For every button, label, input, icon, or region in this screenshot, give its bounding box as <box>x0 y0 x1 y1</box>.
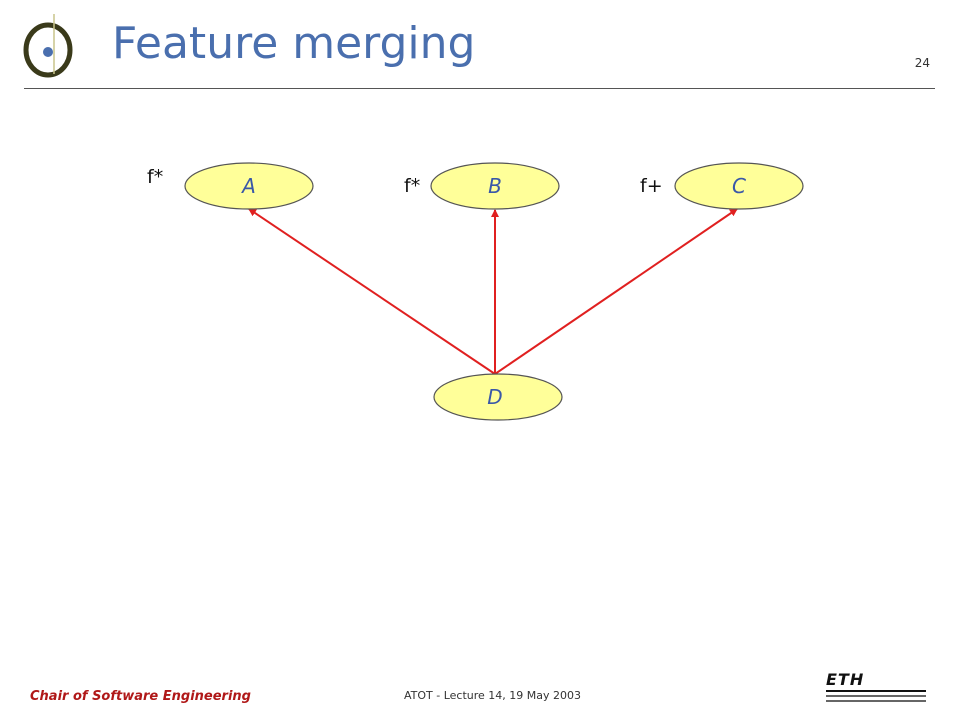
node-c-multiplicity: f+ <box>640 175 663 197</box>
eth-logo-line-1 <box>826 695 926 697</box>
node-b-shape <box>430 162 560 210</box>
node-b-multiplicity: f* <box>404 175 420 197</box>
page-title: Feature merging <box>112 18 476 69</box>
eth-logo: ETH <box>826 672 938 712</box>
node-a-label: A <box>240 174 256 198</box>
footer-chair-name: Chair of Software Engineering <box>30 689 251 704</box>
eth-logo-bar <box>826 690 926 692</box>
node-d[interactable]: D <box>433 373 563 421</box>
eth-logo-mark: ETH <box>826 670 865 689</box>
node-a[interactable]: A <box>184 162 314 210</box>
node-a-shape <box>184 162 314 210</box>
node-c-shape <box>674 162 804 210</box>
edges-layer <box>248 208 738 375</box>
footer-lecture-info: ATOT - Lecture 14, 19 May 2003 <box>404 689 582 702</box>
header-divider <box>24 88 935 89</box>
node-c[interactable]: C <box>674 162 804 210</box>
eth-logo-line-2 <box>826 700 926 702</box>
node-a-multiplicity: f* <box>147 166 163 188</box>
chair-logo-icon <box>23 14 73 78</box>
node-b-label: B <box>488 174 502 198</box>
node-b[interactable]: B <box>430 162 560 210</box>
node-d-label: D <box>487 385 502 409</box>
edge-d-to-a <box>248 208 496 375</box>
node-c-label: C <box>732 174 746 198</box>
node-d-shape <box>433 373 563 421</box>
slide-number: 24 <box>914 56 930 70</box>
edge-d-to-c <box>494 208 738 375</box>
